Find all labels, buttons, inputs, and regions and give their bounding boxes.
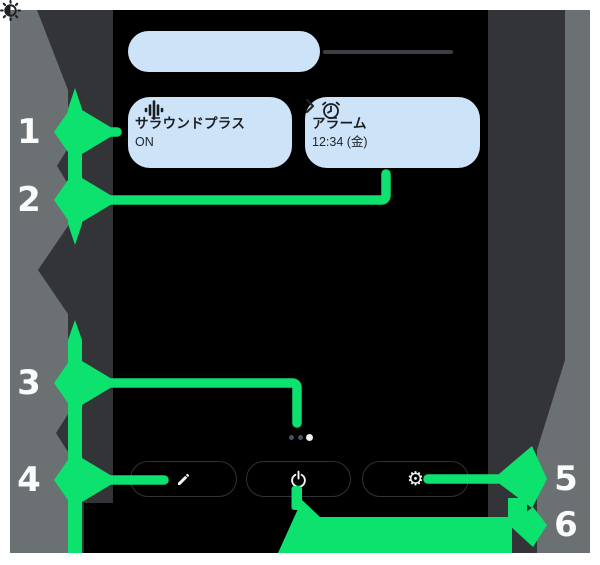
alarm-clock-icon — [322, 101, 340, 119]
pencil-icon — [178, 473, 190, 485]
callout-number-4: 4 — [17, 460, 41, 500]
equalizer-icon — [144, 100, 164, 120]
callout-number-1: 1 — [17, 112, 41, 152]
callout-number-6: 6 — [554, 505, 578, 545]
settings-button[interactable]: ⚙ — [362, 461, 469, 497]
edit-button[interactable] — [130, 461, 237, 497]
brightness-slider-track[interactable] — [323, 50, 453, 54]
power-button[interactable] — [246, 461, 351, 497]
page-dot-2 — [297, 434, 303, 440]
callout-number-2: 2 — [17, 180, 41, 220]
brightness-icon — [0, 0, 21, 21]
tile-alarm-time: 12:34 (金) — [312, 135, 368, 150]
power-icon — [291, 470, 306, 488]
tile-alarm[interactable]: アラーム 12:34 (金) — [305, 97, 480, 168]
page-dot-3-active — [305, 433, 313, 441]
callout-number-5: 5 — [554, 459, 578, 499]
gear-icon: ⚙ — [406, 467, 425, 490]
tile-surround-title: サラウンドプラス — [135, 115, 246, 131]
brightness-slider[interactable] — [128, 31, 320, 72]
tile-alarm-title: アラーム — [312, 115, 367, 131]
tile-surround-status: ON — [135, 135, 154, 150]
callout-number-3: 3 — [17, 363, 41, 403]
page-dot-1 — [288, 434, 294, 440]
chevron-right-icon — [305, 98, 315, 114]
tile-surround-plus[interactable]: サラウンドプラス ON — [128, 97, 292, 168]
